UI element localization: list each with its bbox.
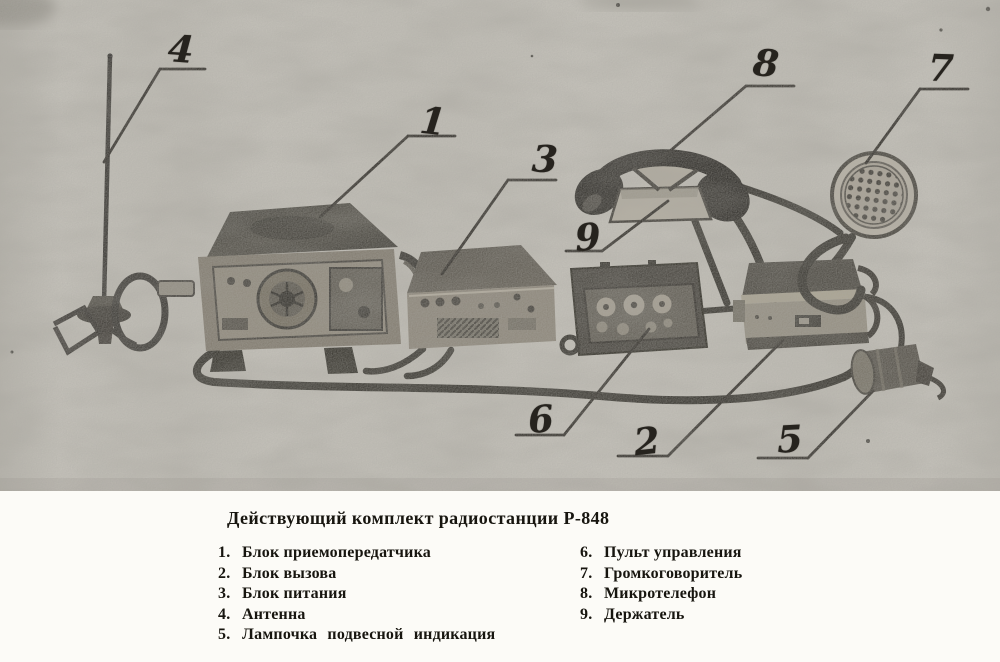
legend-item-label: Антенна	[242, 605, 306, 623]
photo-illustration	[0, 0, 1000, 491]
legend-item: 6. Пульт управления	[580, 543, 880, 564]
legend-item: 8. Микротелефон	[580, 584, 880, 605]
callout-5: 5	[775, 416, 804, 462]
legend-item-label: Блок вызова	[242, 564, 337, 582]
callout-7: 7	[927, 45, 955, 91]
figure-caption: Действующий комплект радиостанции Р-848 …	[0, 491, 1000, 662]
legend-item-number: 5.	[218, 626, 231, 644]
legend-item: 7. Громкоговоритель	[580, 564, 880, 585]
callout-8: 8	[751, 39, 781, 87]
legend-item-number: 9.	[580, 605, 593, 623]
legend-item: 5. Лампочка подвесной индикация	[218, 625, 548, 646]
legend-item-label: Держатель	[604, 605, 685, 623]
equipment-photo: 4 1 3 8 7 9 6 2 5	[0, 0, 1000, 493]
callout-9: 9	[573, 214, 603, 260]
callout-2: 2	[631, 417, 662, 465]
caption-title: Действующий комплект радиостанции Р-848	[227, 508, 610, 528]
callout-6: 6	[526, 395, 556, 443]
legend-item-number: 3.	[218, 585, 231, 603]
legend-item-number: 8.	[580, 585, 593, 603]
legend-right-column: 6. Пульт управления 7. Громкоговоритель 8.…	[580, 543, 880, 625]
legend-item-number: 1.	[218, 544, 231, 561]
legend-item-label: Громкоговоритель	[604, 564, 743, 582]
callout-3: 3	[530, 136, 559, 182]
legend-item: 3. Блок питания	[218, 584, 548, 605]
callout-1: 1	[417, 97, 449, 145]
legend-item-number: 2.	[218, 564, 231, 582]
legend-item: 9. Держатель	[580, 605, 880, 626]
callout-4: 4	[166, 26, 196, 72]
legend-item-number: 6.	[580, 544, 593, 561]
legend-item: 4. Антенна	[218, 605, 548, 626]
legend-item: 1. Блок приемопередатчика	[218, 543, 548, 564]
legend-item-number: 4.	[218, 605, 231, 623]
legend-item-label: Блок питания	[242, 585, 347, 603]
legend-left-column: 1. Блок приемопередатчика 2. Блок вызова 3…	[218, 543, 548, 646]
legend-item-label: Лампочка подвесной индикация	[242, 626, 496, 644]
legend-item: 2. Блок вызова	[218, 564, 548, 585]
legend-item-label: Микротелефон	[604, 585, 717, 603]
legend-item-number: 7.	[580, 564, 593, 582]
legend-item-label: Пульт управления	[604, 544, 742, 561]
legend-item-label: Блок приемопередатчика	[242, 544, 431, 561]
